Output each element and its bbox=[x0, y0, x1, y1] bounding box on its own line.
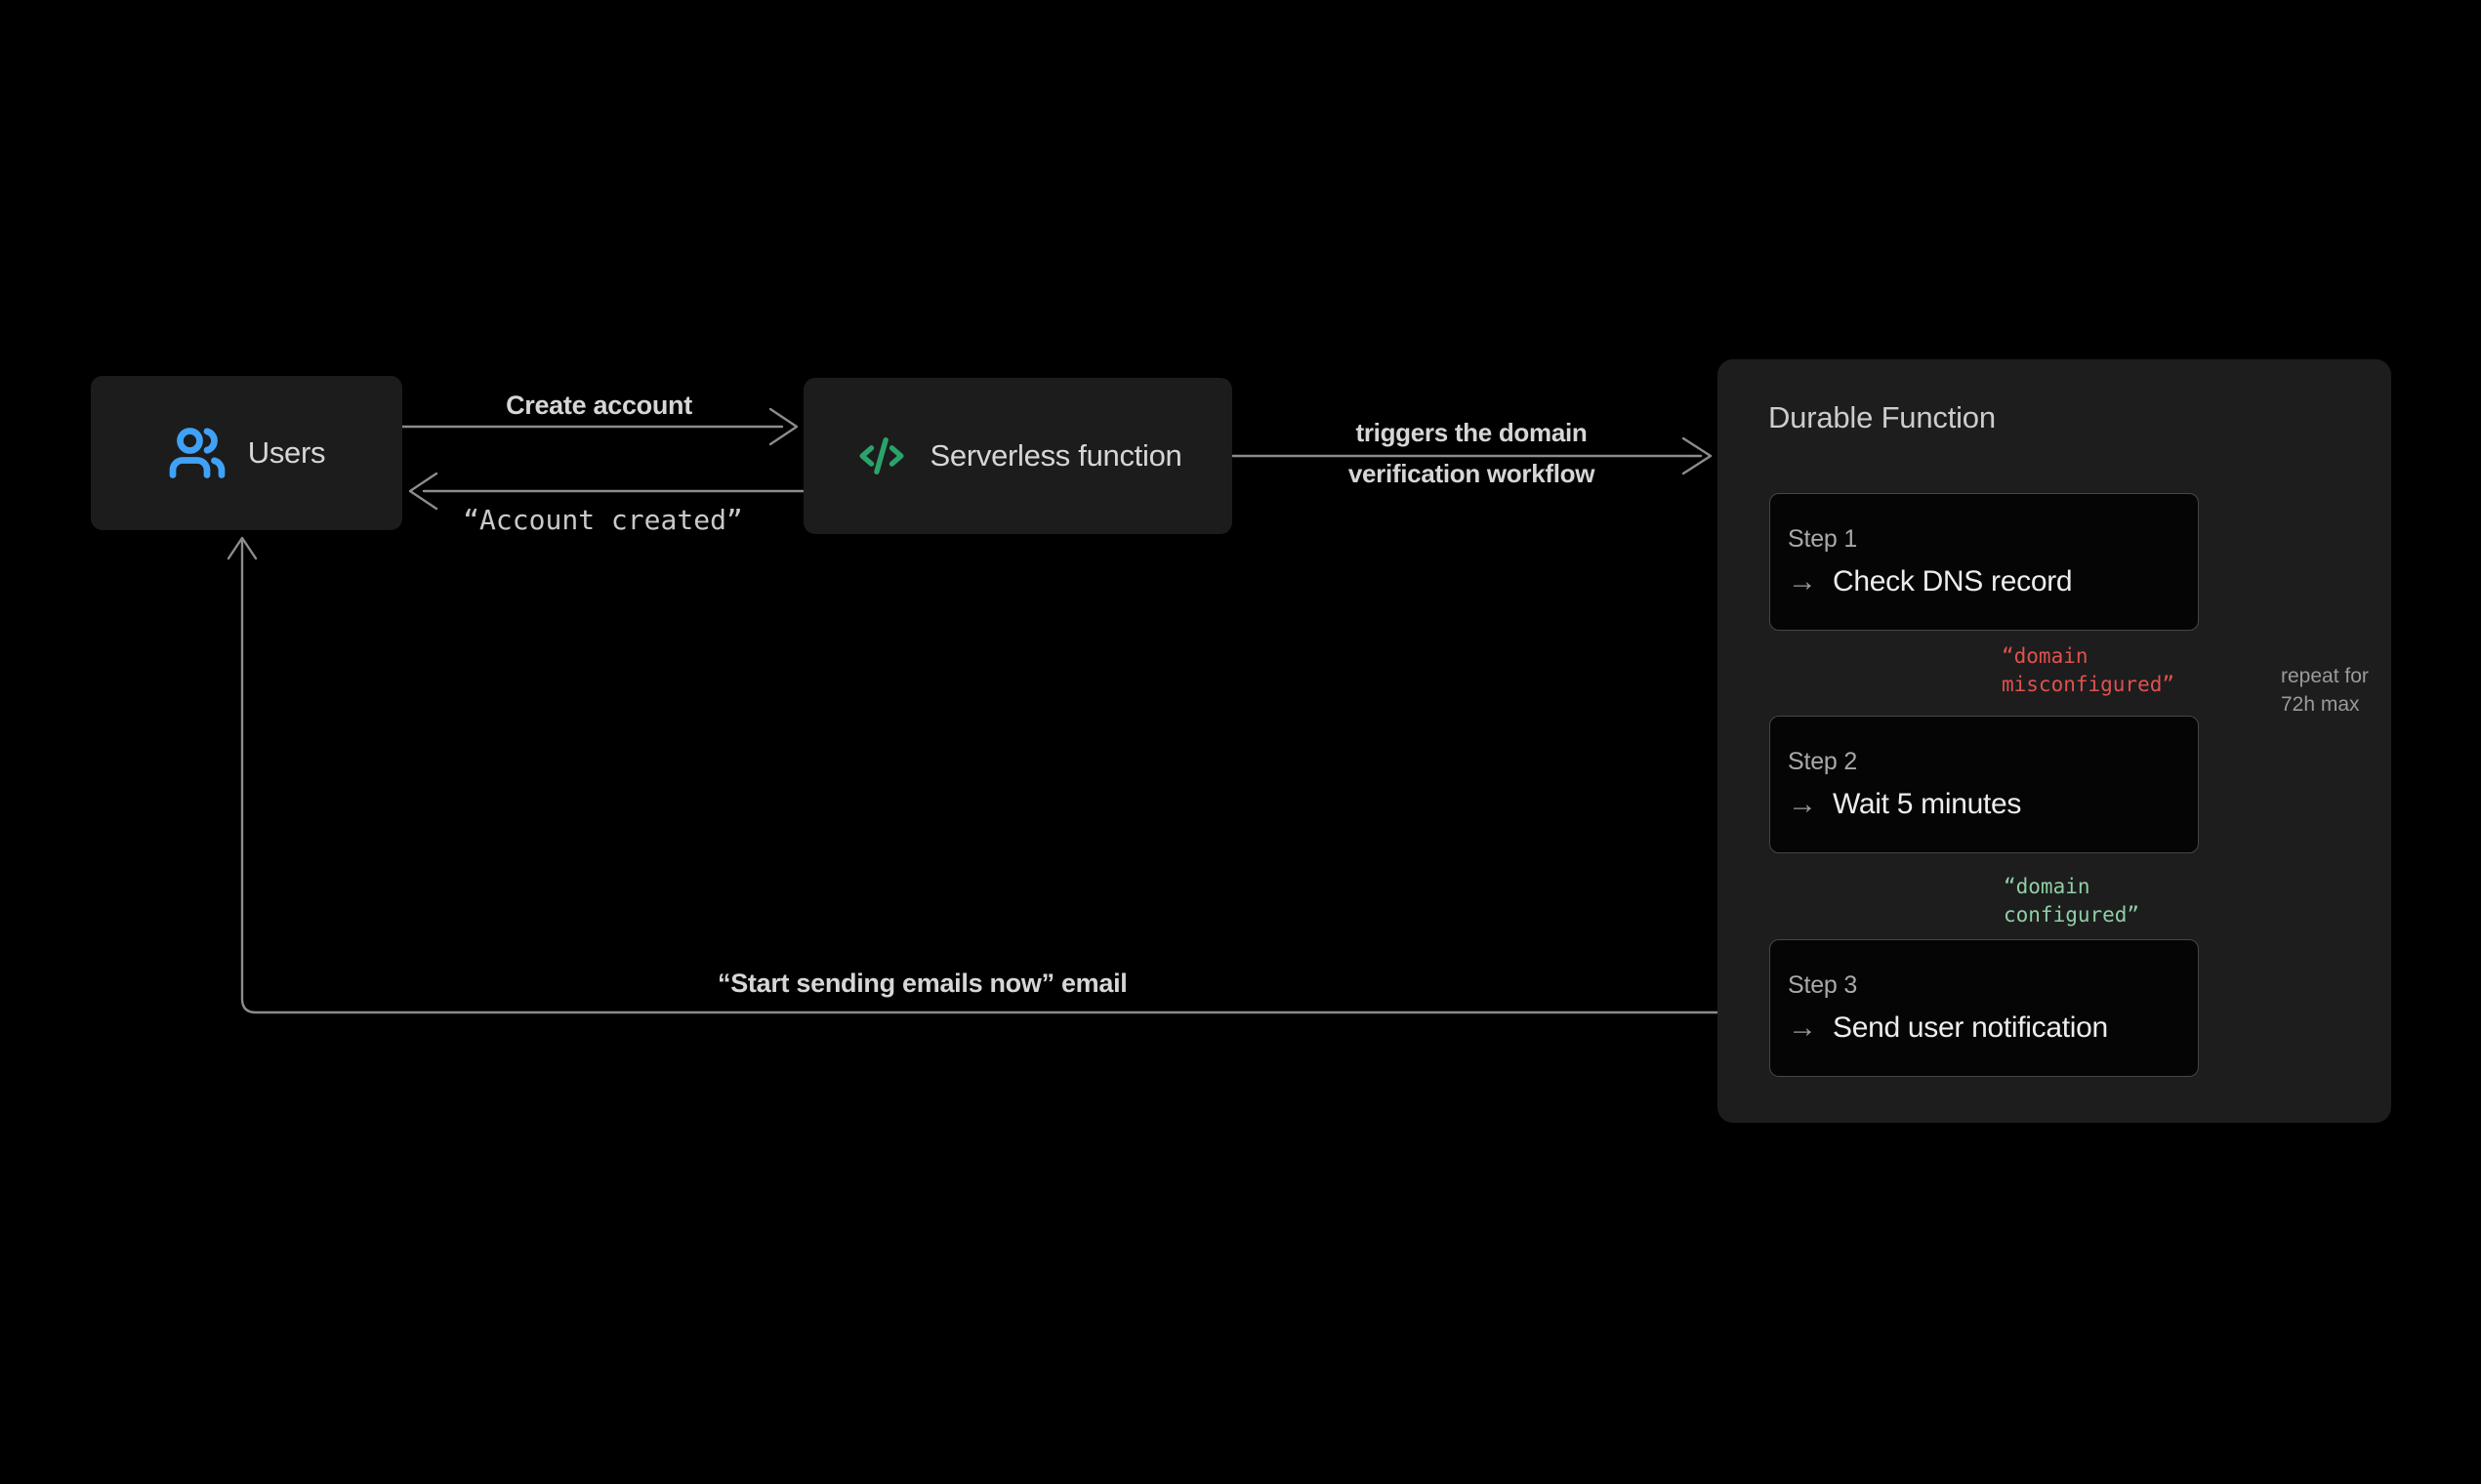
users-node-label: Users bbox=[247, 435, 326, 470]
users-node: Users bbox=[91, 376, 402, 530]
serverless-function-node: Serverless function bbox=[804, 378, 1232, 534]
durable-function-title: Durable Function bbox=[1768, 400, 1996, 434]
step-2-label: Step 2 bbox=[1788, 748, 1858, 775]
step-2-action: Wait 5 minutes bbox=[1833, 788, 2022, 820]
durable-function-panel: Durable Function Step 1 → Check DNS reco… bbox=[1717, 359, 2391, 1123]
domain-misconfigured-label: “domain misconfigured” bbox=[2002, 644, 2175, 696]
arrow-right-icon: → bbox=[1788, 565, 1817, 598]
domain-configured-label: “domain configured” bbox=[2004, 875, 2140, 927]
code-icon bbox=[859, 436, 904, 475]
step-2-box: Step 2 → Wait 5 minutes bbox=[1769, 716, 2199, 853]
step-3-action: Send user notification bbox=[1833, 1011, 2108, 1044]
users-icon bbox=[169, 428, 226, 478]
step-1-box: Step 1 → Check DNS record bbox=[1769, 493, 2199, 631]
step-1-action: Check DNS record bbox=[1833, 565, 2073, 598]
notify-users-arrow bbox=[227, 536, 1770, 1014]
triggers-edge-label-line2: verification workflow bbox=[1347, 459, 1595, 488]
account-created-edge-label: “Account created” bbox=[463, 504, 743, 536]
start-sending-emails-label: “Start sending emails now” email bbox=[718, 969, 1128, 998]
step-3-box: Step 3 → Send user notification bbox=[1769, 939, 2199, 1077]
arrow-right-icon: → bbox=[1788, 788, 1817, 820]
serverless-node-label: Serverless function bbox=[930, 438, 1182, 473]
arrow-right-icon: → bbox=[1788, 1011, 1817, 1044]
step-1-label: Step 1 bbox=[1788, 525, 1858, 553]
step-3-label: Step 3 bbox=[1788, 971, 1858, 999]
repeat-72h-note: repeat for 72h max bbox=[2281, 665, 2369, 716]
triggers-edge-label-line1: triggers the domain bbox=[1355, 418, 1588, 447]
create-account-edge-label: Create account bbox=[506, 391, 692, 420]
